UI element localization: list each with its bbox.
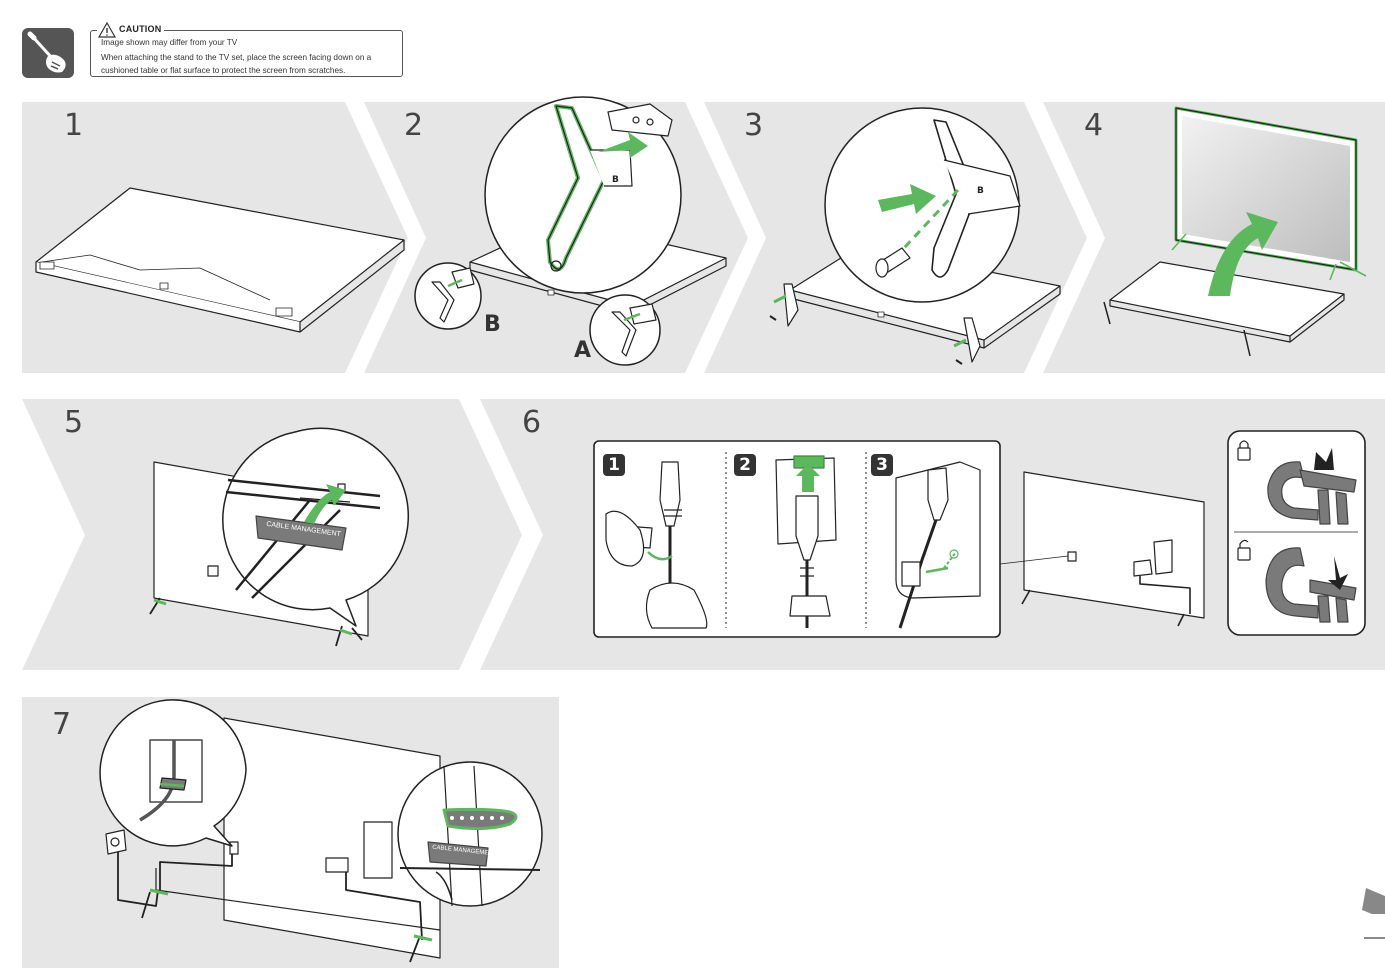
substep-badge-3: 3 (871, 454, 893, 476)
substep-1-illustration (605, 461, 708, 629)
stand-label-b: B (484, 312, 501, 337)
cable-mgmt-clip (255, 515, 347, 551)
clip-arrow-green (304, 484, 346, 524)
step-number-5: 5 (64, 405, 84, 440)
tv-back-step6 (999, 471, 1205, 627)
insert-arrow-green (598, 132, 648, 158)
screwdriver-hand-icon (27, 31, 66, 73)
cable-tie-zoom (399, 765, 541, 907)
tv-facedown-step1 (35, 187, 405, 333)
rotate-arrow-green (1208, 212, 1278, 296)
caution-title: CAUTION (116, 24, 165, 34)
step-number-1: 1 (64, 108, 84, 143)
clip-closed (1267, 461, 1357, 525)
clip-open (1265, 547, 1357, 623)
cable-mgmt-zoom (225, 478, 381, 599)
stand-label-a: A (574, 338, 592, 363)
stand-leg-screw: B (875, 119, 1021, 278)
caution-line-1: Image shown may differ from your TV (101, 38, 238, 47)
screw-arrow-green (878, 184, 936, 214)
tv-back-step7 (117, 717, 441, 963)
step-number-7: 7 (52, 707, 72, 742)
lock-icon (1237, 440, 1251, 461)
svg-text:B: B (612, 175, 619, 185)
zoom-circle-step7-right (397, 761, 543, 907)
down-arrow-open (1328, 556, 1348, 590)
step-number-3: 3 (744, 108, 764, 143)
tool-badge (22, 28, 74, 78)
tv-upright-step4 (1103, 106, 1367, 357)
up-arrow-green (796, 464, 820, 492)
step-number-6: 6 (522, 405, 542, 440)
wall-clip-zoom (139, 739, 203, 822)
substep-badge-2: 2 (734, 454, 756, 476)
step-number-4: 4 (1084, 108, 1104, 143)
step-number-2: 2 (404, 108, 424, 143)
down-arrow-closed (1314, 448, 1334, 470)
unlock-icon (1237, 539, 1251, 561)
caution-box (90, 30, 403, 77)
wall-outlet (105, 829, 127, 855)
warning-triangle-icon (97, 21, 117, 39)
corner-arrow (1362, 888, 1385, 914)
caution-line-2: When attaching the stand to the TV set, … (101, 53, 372, 62)
caution-line-3: cushioned table or flat surface to prote… (101, 66, 346, 75)
substep-badge-1: 1 (603, 454, 625, 476)
substep-2-illustration (775, 455, 837, 628)
svg-text:B: B (977, 186, 984, 196)
stand-leg-large: B (546, 103, 673, 272)
substep-3-illustration (895, 461, 981, 629)
